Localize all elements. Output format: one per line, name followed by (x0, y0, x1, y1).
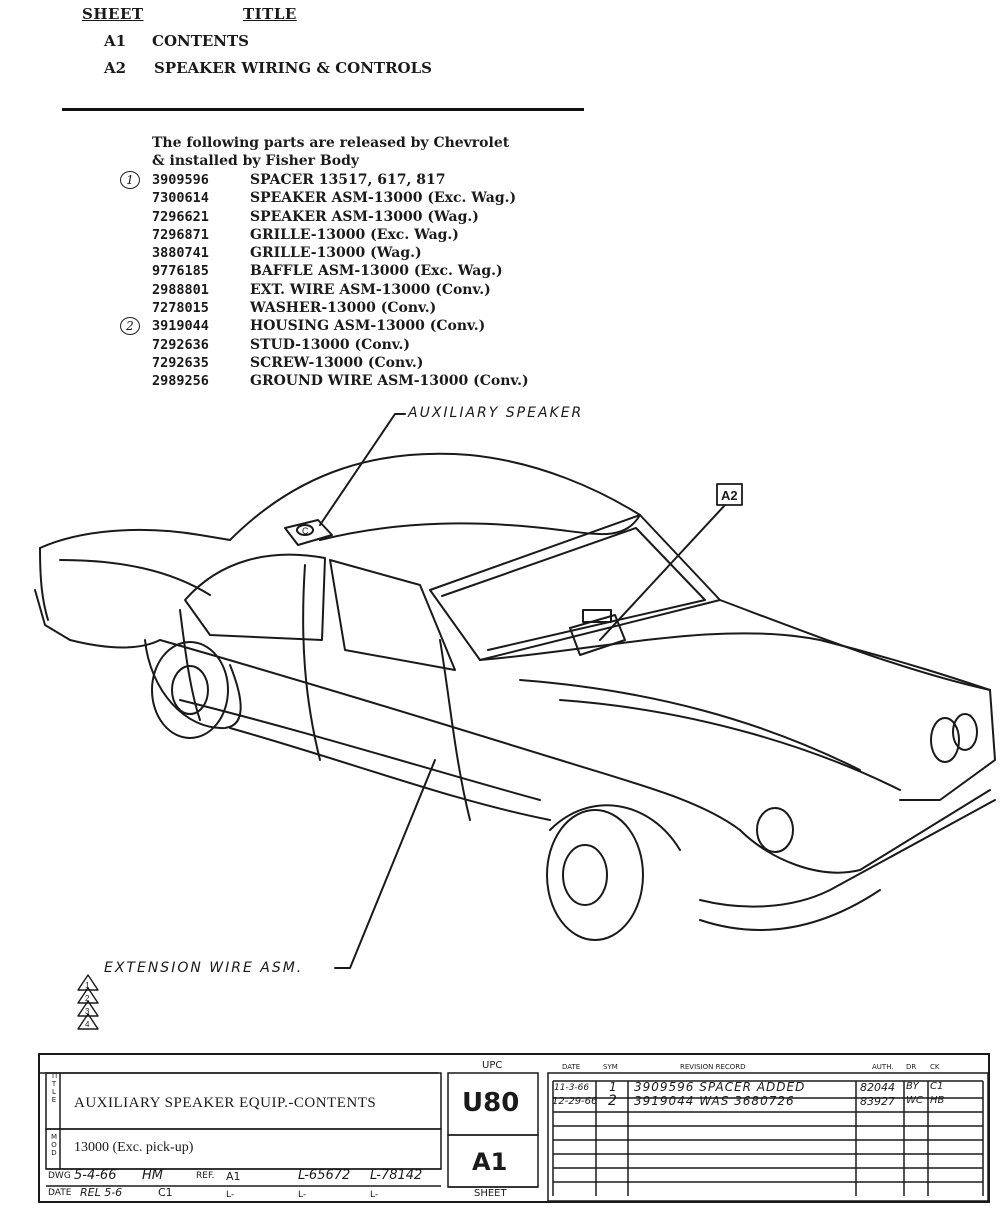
part-description: SCREW-13000 (Conv.) (250, 354, 424, 371)
part-row: 7296621 SPEAKER ASM-13000 (Wag.) (152, 208, 529, 226)
callout-auxiliary-speaker: AUXILIARY SPEAKER (408, 405, 584, 421)
part-number: 7292636 (152, 336, 209, 353)
mod-side-label: MOD (50, 1133, 58, 1157)
revision-triangle-4: 4 (85, 1020, 90, 1029)
revision-triangle-2: 2 (85, 994, 90, 1003)
part-row: 2988801 EXT. WIRE ASM-13000 (Conv.) (152, 281, 529, 299)
callout-marker-1: 1 (120, 171, 140, 189)
upc-value: U80 (462, 1088, 520, 1118)
part-number: 7278015 (152, 300, 209, 317)
part-row: 3880741 GRILLE-13000 (Wag.) (152, 244, 529, 262)
part-description: WASHER-13000 (Conv.) (250, 300, 437, 317)
date-sym: C1 (158, 1186, 173, 1199)
model-text: 13000 (Exc. pick-up) (74, 1140, 194, 1155)
part-number: 7300614 (152, 190, 209, 207)
rev-2-ck: HB (930, 1095, 945, 1106)
rev-2-date: 12-29-66 (552, 1096, 598, 1107)
ref-label: REF. (196, 1171, 215, 1181)
rev-1-date: 11-3-66 (554, 1083, 590, 1093)
part-number: 9776185 (152, 263, 209, 280)
date-label: DATE (48, 1188, 72, 1198)
drawing-title: AUXILIARY SPEAKER EQUIP.-CONTENTS (74, 1095, 377, 1111)
title-column-header: TITLE (243, 5, 297, 23)
date-value: REL 5-6 (80, 1186, 123, 1199)
rev-header-sym: SYM (603, 1063, 618, 1071)
index-title-a2: SPEAKER WIRING & CONTROLS (154, 59, 432, 77)
sheet-label: SHEET (474, 1188, 507, 1199)
rev-1-sym: 1 (609, 1080, 617, 1094)
rev-1-auth: 82044 (860, 1081, 895, 1094)
callout-extension-wire: EXTENSION WIRE ASM. (104, 960, 304, 976)
upc-label: UPC (482, 1060, 503, 1071)
part-row: 7296871 GRILLE-13000 (Exc. Wag.) (152, 226, 529, 244)
part-number: 3919044 (152, 318, 209, 335)
car-illustration: C A2 1 2 3 4 (34, 413, 996, 1030)
l-number-1: L-65672 (298, 1168, 351, 1183)
part-description: HOUSING ASM-13000 (Conv.) (250, 318, 486, 335)
part-number: 2988801 (152, 281, 209, 298)
sheet-column-header: SHEET (82, 5, 144, 23)
rev-header-ck: CK (930, 1063, 940, 1071)
intro-line-1: The following parts are released by Chev… (152, 135, 510, 151)
part-description: EXT. WIRE ASM-13000 (Conv.) (250, 281, 491, 298)
revision-triangle-3: 3 (85, 1007, 90, 1016)
rev-header-record: REVISION RECORD (680, 1063, 746, 1071)
part-row: 9776185 BAFFLE ASM-13000 (Exc. Wag.) (152, 262, 529, 280)
part-row: 7292636 STUD-13000 (Conv.) (152, 336, 529, 354)
part-description: GROUND WIRE ASM-13000 (Conv.) (250, 373, 529, 390)
ref-box-a2: A2 (721, 488, 738, 503)
part-number: 3880741 (152, 245, 209, 262)
part-number: 7296871 (152, 226, 209, 243)
dwg-by: HM (142, 1168, 163, 1183)
index-sheet-a2: A2 (104, 59, 127, 77)
part-description: SPEAKER ASM-13000 (Exc. Wag.) (250, 190, 517, 207)
part-description: SPACER 13517, 617, 817 (250, 172, 446, 188)
rev-2-sym: 2 (608, 1093, 617, 1109)
l-blank-2: L- (298, 1190, 307, 1200)
part-row: 2989256 GROUND WIRE ASM-13000 (Conv.) (152, 372, 529, 390)
part-row: 7300614 SPEAKER ASM-13000 (Exc. Wag.) (152, 189, 529, 207)
part-row: 1 3909596 SPACER 13517, 617, 817 (120, 171, 529, 189)
part-description: BAFFLE ASM-13000 (Exc. Wag.) (250, 263, 503, 280)
callout-marker-2: 2 (120, 317, 140, 336)
part-description: STUD-13000 (Conv.) (250, 336, 411, 353)
dwg-date: 5-4-66 (74, 1168, 117, 1183)
part-number: 2989256 (152, 373, 209, 390)
rev-1-dr: BY (906, 1081, 919, 1092)
title-side-label: TITLE (50, 1072, 58, 1104)
index-sheet-a1: A1 (104, 32, 127, 50)
divider-rule (62, 108, 584, 111)
l-number-2: L-78142 (370, 1168, 423, 1183)
part-row: 7278015 WASHER-13000 (Conv.) (152, 299, 529, 317)
index-title-a1: CONTENTS (152, 32, 250, 50)
rev-2-dr: WC (906, 1095, 923, 1106)
l-blank-3: L- (370, 1190, 379, 1200)
part-number: 3909596 (152, 172, 209, 188)
l-blank-1: L- (226, 1190, 235, 1200)
revision-triangle-1: 1 (85, 981, 90, 990)
part-description: GRILLE-13000 (Exc. Wag.) (250, 226, 459, 243)
part-description: SPEAKER ASM-13000 (Wag.) (250, 208, 479, 225)
rev-2-auth: 83927 (860, 1095, 895, 1108)
speaker-mark: C (302, 526, 309, 536)
rev-header-dr: DR (906, 1063, 917, 1071)
rev-1-ck: C1 (930, 1081, 944, 1092)
part-number: 7292635 (152, 354, 209, 371)
rev-header-auth: AUTH. (872, 1063, 894, 1071)
title-block (38, 1053, 990, 1203)
sheet-value: A1 (472, 1148, 508, 1176)
ref-value: A1 (226, 1170, 241, 1183)
rev-2-record: 3919044 WAS 3680726 (634, 1094, 795, 1108)
dwg-label: DWG (48, 1171, 71, 1181)
rev-header-date: DATE (562, 1063, 581, 1071)
part-description: GRILLE-13000 (Wag.) (250, 245, 422, 262)
rev-1-record: 3909596 SPACER ADDED (634, 1080, 806, 1094)
part-row: 7292635 SCREW-13000 (Conv.) (152, 354, 529, 372)
part-number: 7296621 (152, 208, 209, 225)
intro-line-2: & installed by Fisher Body (152, 153, 360, 169)
part-row: 2 3919044 HOUSING ASM-13000 (Conv.) (120, 317, 529, 336)
